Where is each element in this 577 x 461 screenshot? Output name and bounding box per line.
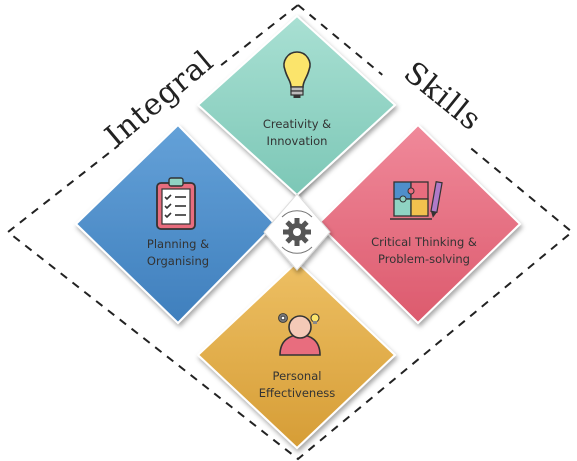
clipboard-checklist-icon — [156, 177, 196, 230]
gear-cycle-icon — [281, 210, 313, 254]
tile-top — [196, 14, 397, 197]
label-planning-line1: Planning & — [147, 237, 209, 251]
label-critical-line2: Problem-solving — [378, 252, 470, 266]
label-creativity-line2: Innovation — [267, 134, 328, 148]
label-critical-line1: Critical Thinking & — [371, 235, 477, 249]
lightbulb-icon — [283, 51, 311, 98]
person-gear-bulb-icon — [278, 313, 321, 356]
label-personal-line2: Effectiveness — [259, 386, 336, 400]
puzzle-pencil-icon — [390, 181, 443, 220]
tile-right — [316, 123, 522, 325]
label-creativity-line1: Creativity & — [263, 117, 331, 131]
dashed-outline — [6, 3, 574, 461]
label-personal-line1: Personal — [273, 369, 322, 383]
label-planning-line2: Organising — [147, 254, 209, 268]
